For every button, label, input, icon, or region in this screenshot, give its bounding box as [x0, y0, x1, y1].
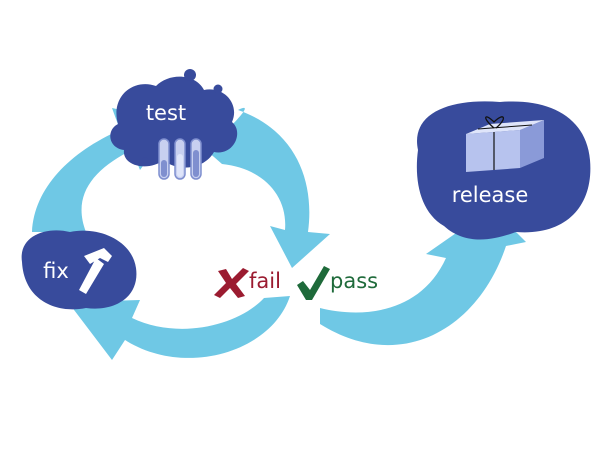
fix-label: fix: [43, 259, 69, 283]
check-mark-icon: [297, 266, 330, 300]
test-bubble: [142, 157, 148, 163]
test-node: test: [110, 69, 238, 180]
test-tubes-icon: [158, 138, 202, 180]
arrow-fail-to-fix: [68, 296, 290, 360]
arrow-pass-to-release: [320, 208, 526, 346]
fail-label: fail: [249, 269, 281, 293]
fix-node: fix: [21, 230, 137, 310]
test-bubble: [213, 84, 223, 94]
release-blob: [416, 101, 591, 240]
x-mark-icon: [214, 268, 249, 298]
test-cloud: [110, 76, 238, 168]
release-label: release: [452, 183, 529, 207]
hammer-icon: [79, 248, 112, 294]
fix-blob: [21, 230, 137, 310]
test-label: test: [146, 101, 186, 125]
pass-result: pass: [297, 266, 378, 300]
fail-result: fail: [214, 268, 281, 298]
gift-box-icon: [466, 116, 544, 172]
test-bubble: [184, 69, 196, 81]
arrow-test-to-results: [206, 107, 330, 268]
pass-label: pass: [330, 269, 378, 293]
release-node: release: [416, 101, 591, 240]
